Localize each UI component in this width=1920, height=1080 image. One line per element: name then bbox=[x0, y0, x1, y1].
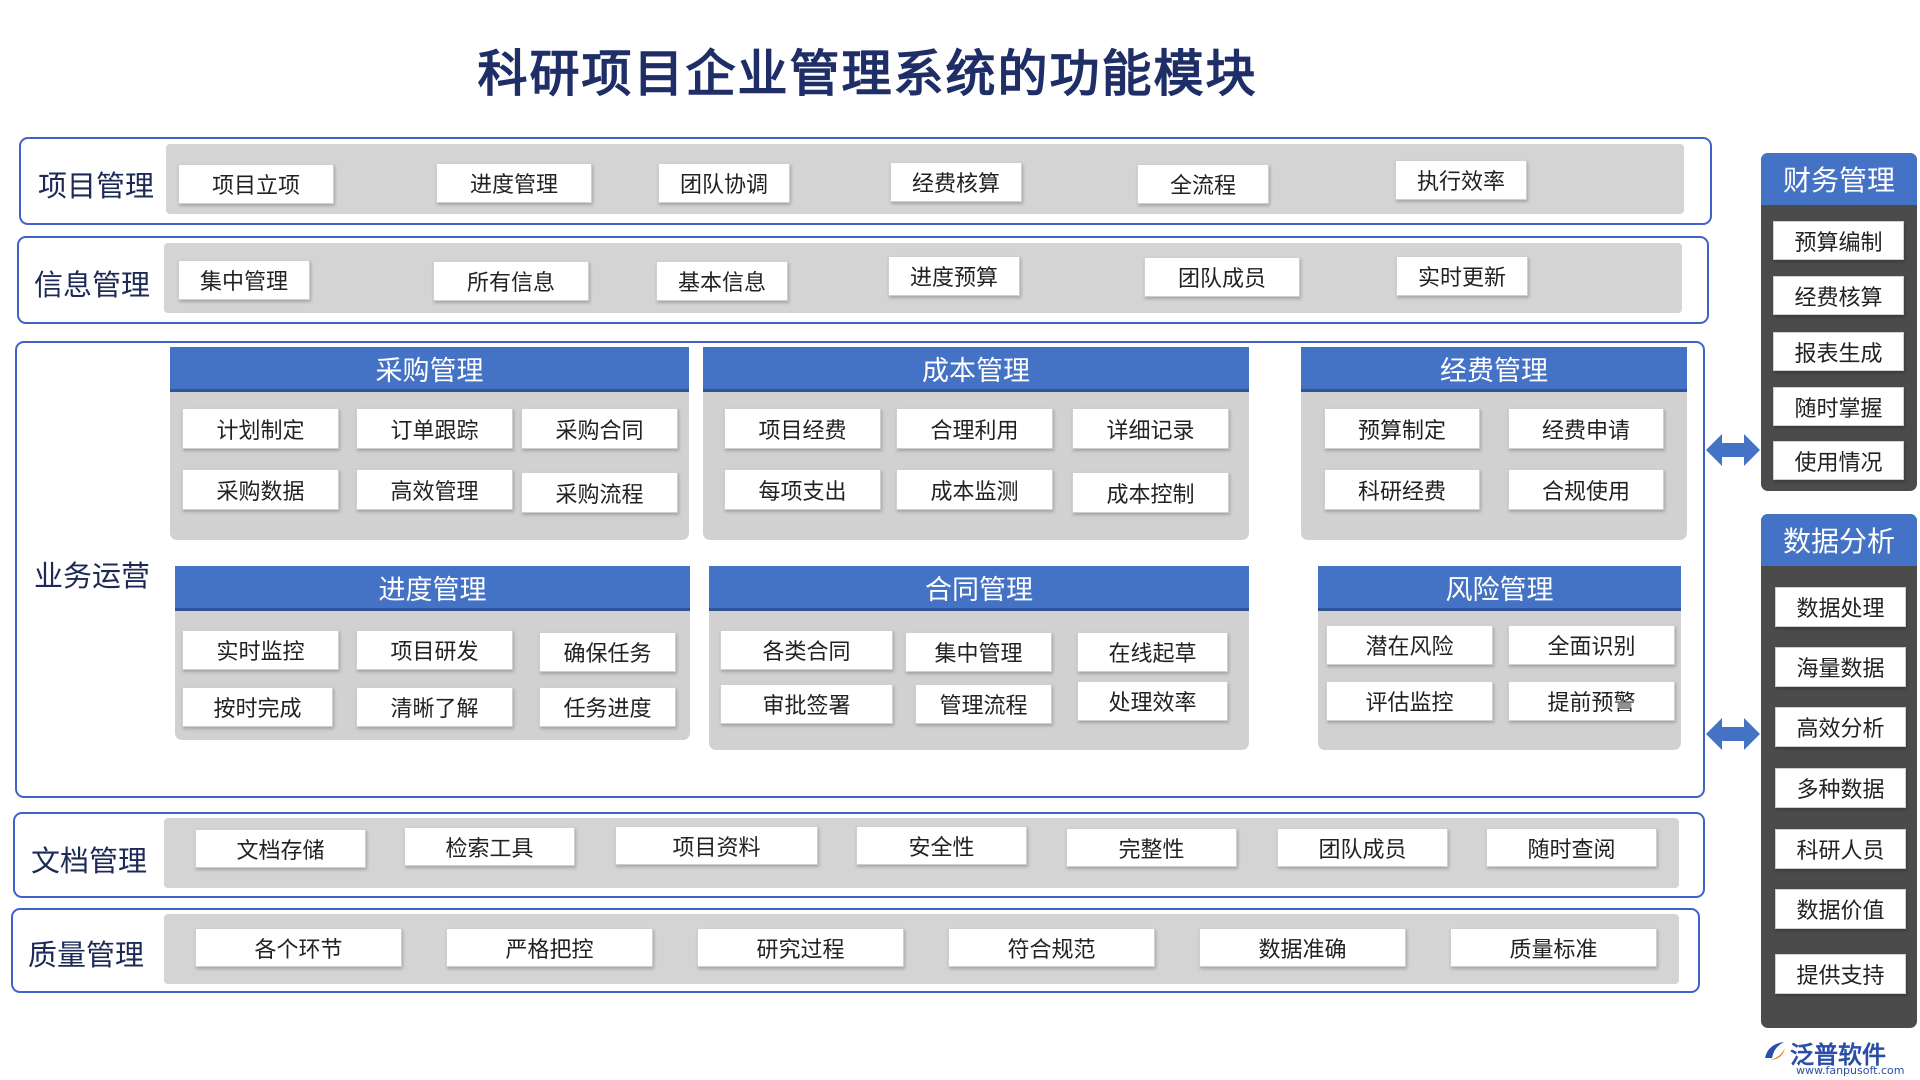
brand-url: www.fanpusoft.com bbox=[1796, 1064, 1905, 1077]
item-chip: 随时查阅 bbox=[1486, 828, 1657, 867]
double-arrow-icon bbox=[1706, 434, 1760, 466]
page-title: 科研项目企业管理系统的功能模块 bbox=[477, 44, 1258, 103]
item-chip: 全流程 bbox=[1137, 164, 1269, 204]
side-item: 经费核算 bbox=[1773, 276, 1904, 315]
item-chip: 采购数据 bbox=[182, 469, 339, 510]
item-chip: 成本监测 bbox=[896, 469, 1053, 510]
item-chip: 集中管理 bbox=[905, 632, 1052, 672]
item-chip: 基本信息 bbox=[656, 261, 788, 301]
panel-title: 合同管理 bbox=[709, 566, 1249, 611]
item-chip: 项目立项 bbox=[178, 164, 334, 204]
item-chip: 经费核算 bbox=[890, 162, 1022, 202]
item-chip: 集中管理 bbox=[178, 260, 310, 300]
side-item: 数据处理 bbox=[1775, 587, 1906, 627]
side-item: 提供支持 bbox=[1775, 954, 1906, 994]
row-label: 文档管理 bbox=[31, 844, 148, 878]
item-chip: 合理利用 bbox=[896, 408, 1053, 449]
panel-title: 经费管理 bbox=[1301, 347, 1687, 392]
item-chip: 团队成员 bbox=[1144, 257, 1300, 297]
item-chip: 计划制定 bbox=[182, 408, 339, 449]
item-chip: 按时完成 bbox=[182, 687, 333, 727]
item-chip: 数据准确 bbox=[1199, 928, 1406, 967]
item-chip: 质量标准 bbox=[1450, 928, 1657, 967]
item-chip: 潜在风险 bbox=[1326, 625, 1493, 665]
side-item: 使用情况 bbox=[1773, 441, 1904, 480]
sidebar-title: 财务管理 bbox=[1761, 153, 1917, 205]
item-chip: 项目研发 bbox=[356, 630, 513, 670]
item-chip: 各类合同 bbox=[720, 630, 893, 670]
item-chip: 进度预算 bbox=[888, 256, 1020, 296]
row-label: 质量管理 bbox=[28, 938, 145, 972]
item-chip: 执行效率 bbox=[1395, 160, 1527, 200]
item-chip: 团队成员 bbox=[1277, 828, 1448, 867]
item-chip: 详细记录 bbox=[1072, 408, 1229, 449]
item-chip: 经费申请 bbox=[1508, 408, 1664, 449]
side-item: 高效分析 bbox=[1775, 707, 1906, 747]
brand-logo: 泛普软件 bbox=[1790, 1041, 1886, 1069]
item-chip: 处理效率 bbox=[1077, 681, 1228, 721]
item-chip: 预算制定 bbox=[1324, 408, 1480, 449]
item-chip: 实时更新 bbox=[1396, 256, 1528, 296]
item-chip: 严格把控 bbox=[446, 928, 653, 967]
item-chip: 采购流程 bbox=[521, 472, 678, 513]
item-chip: 全面识别 bbox=[1508, 625, 1675, 665]
side-item: 科研人员 bbox=[1775, 829, 1906, 869]
sidebar-finance: 财务管理 bbox=[1761, 153, 1917, 491]
side-item: 多种数据 bbox=[1775, 768, 1906, 808]
panel-title: 进度管理 bbox=[175, 566, 690, 611]
double-arrow-icon bbox=[1706, 718, 1760, 750]
item-chip: 管理流程 bbox=[915, 684, 1052, 724]
item-chip: 清晰了解 bbox=[356, 687, 513, 727]
item-chip: 确保任务 bbox=[539, 632, 676, 672]
item-chip: 订单跟踪 bbox=[356, 408, 513, 449]
sidebar-title: 数据分析 bbox=[1761, 514, 1917, 566]
row-label: 项目管理 bbox=[38, 169, 155, 203]
item-chip: 所有信息 bbox=[433, 261, 589, 301]
item-chip: 项目经费 bbox=[724, 408, 881, 449]
item-chip: 评估监控 bbox=[1326, 681, 1493, 721]
item-chip: 符合规范 bbox=[948, 928, 1155, 967]
item-chip: 实时监控 bbox=[182, 630, 339, 670]
item-chip: 任务进度 bbox=[539, 687, 676, 727]
logo-mark-icon bbox=[1765, 1042, 1785, 1060]
item-chip: 研究过程 bbox=[697, 928, 904, 967]
row-strip bbox=[164, 914, 1679, 984]
side-item: 海量数据 bbox=[1775, 647, 1906, 687]
side-item: 随时掌握 bbox=[1773, 387, 1904, 426]
row-label: 信息管理 bbox=[34, 268, 151, 302]
item-chip: 团队协调 bbox=[658, 163, 790, 203]
item-chip: 安全性 bbox=[856, 826, 1027, 865]
item-chip: 审批签署 bbox=[720, 684, 893, 724]
panel-title: 成本管理 bbox=[703, 347, 1249, 392]
item-chip: 每项支出 bbox=[724, 469, 881, 510]
item-chip: 文档存储 bbox=[195, 829, 366, 868]
item-chip: 采购合同 bbox=[521, 408, 678, 449]
item-chip: 各个环节 bbox=[195, 928, 402, 967]
panel-title: 采购管理 bbox=[170, 347, 689, 392]
item-chip: 完整性 bbox=[1066, 828, 1237, 867]
side-item: 预算编制 bbox=[1773, 221, 1904, 260]
side-item: 数据价值 bbox=[1775, 889, 1906, 929]
panel-title: 风险管理 bbox=[1318, 566, 1681, 611]
item-chip: 在线起草 bbox=[1077, 632, 1228, 672]
item-chip: 项目资料 bbox=[615, 826, 818, 865]
item-chip: 科研经费 bbox=[1324, 469, 1480, 510]
item-chip: 提前预警 bbox=[1508, 681, 1675, 721]
item-chip: 高效管理 bbox=[356, 469, 513, 510]
item-chip: 进度管理 bbox=[436, 163, 592, 203]
row-label: 业务运营 bbox=[34, 559, 151, 593]
side-item: 报表生成 bbox=[1773, 332, 1904, 371]
item-chip: 检索工具 bbox=[404, 827, 575, 866]
item-chip: 成本控制 bbox=[1072, 472, 1229, 513]
item-chip: 合规使用 bbox=[1508, 469, 1664, 510]
